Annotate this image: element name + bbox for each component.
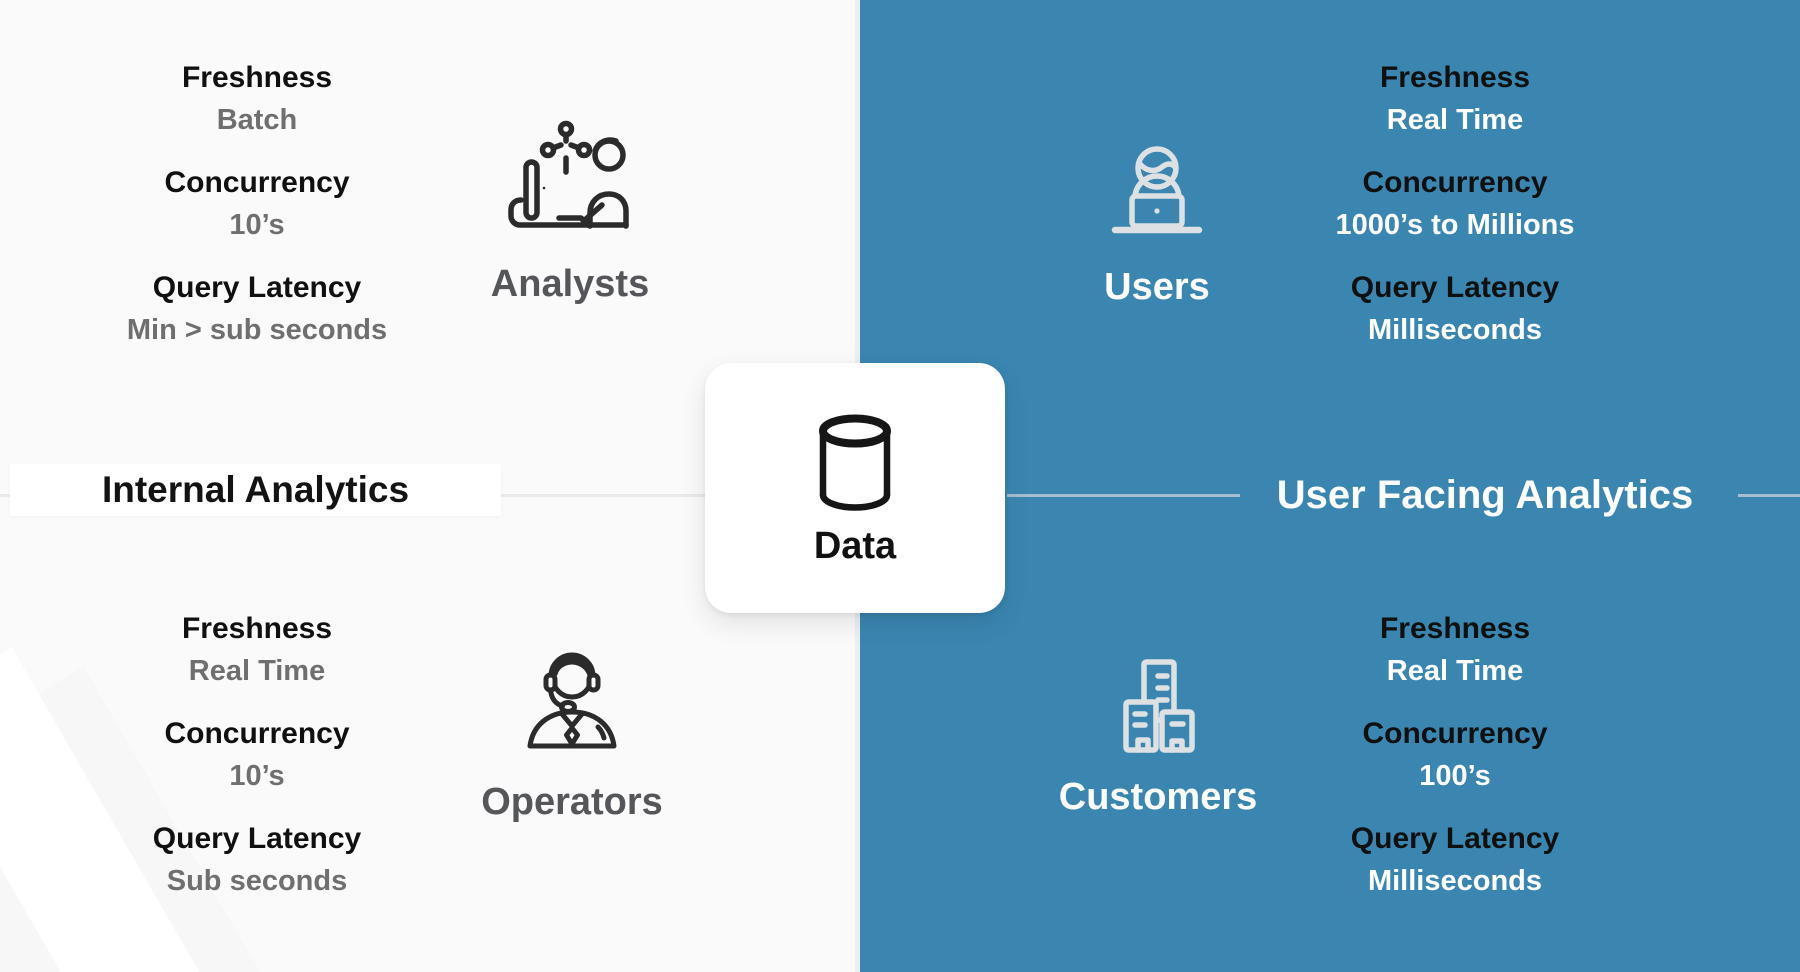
spec-pair: Freshness Real Time <box>57 607 457 693</box>
persona-label: Analysts <box>490 263 650 305</box>
spec-value: Real Time <box>1386 655 1524 687</box>
spec-label: Freshness <box>1379 612 1531 645</box>
spec-value: Milliseconds <box>1367 314 1543 346</box>
operators-spec-block: Freshness Real Time Concurrency 10’s Que… <box>57 607 457 922</box>
spec-pair: Query Latency Sub seconds <box>57 817 457 903</box>
persona-label: Users <box>1104 266 1210 308</box>
user-laptop-icon <box>1111 146 1203 234</box>
spec-label: Query Latency <box>1350 271 1560 304</box>
spec-label: Query Latency <box>1350 822 1560 855</box>
spec-pair: Query Latency Milliseconds <box>1255 817 1655 903</box>
persona-analysts: Analysts <box>470 120 670 310</box>
divider-line-right-inner <box>1007 494 1240 497</box>
internal-analytics-title: Internal Analytics <box>10 464 501 516</box>
data-card: Data <box>705 363 1005 613</box>
spec-label: Freshness <box>1379 61 1531 94</box>
buildings-icon <box>1123 659 1195 753</box>
persona-label: Operators <box>481 781 663 823</box>
spec-label: Concurrency <box>1362 166 1548 199</box>
title-text: User Facing Analytics <box>1276 472 1694 517</box>
spec-label: Concurrency <box>164 166 350 199</box>
spec-pair: Concurrency 10’s <box>57 161 457 247</box>
divider-line-right-outer <box>1738 494 1800 497</box>
operator-headset-icon <box>527 652 617 749</box>
spec-pair: Concurrency 100’s <box>1255 712 1655 798</box>
spec-label: Query Latency <box>152 271 362 304</box>
spec-label: Concurrency <box>1362 717 1548 750</box>
spec-pair: Concurrency 10’s <box>57 712 457 798</box>
spec-pair: Query Latency Milliseconds <box>1255 266 1655 352</box>
analysts-spec-block: Freshness Batch Concurrency 10’s Query L… <box>57 56 457 371</box>
analyst-desk-icon <box>508 120 629 229</box>
database-icon <box>819 414 891 511</box>
persona-label: Customers <box>1058 776 1258 818</box>
data-card-label: Data <box>813 525 897 567</box>
spec-value: Min > sub seconds <box>126 314 388 346</box>
spec-pair: Concurrency 1000’s to Millions <box>1255 161 1655 247</box>
spec-value: 10’s <box>229 209 285 241</box>
spec-pair: Query Latency Min > sub seconds <box>57 266 457 352</box>
spec-pair: Freshness Real Time <box>1255 56 1655 142</box>
spec-value: Real Time <box>1386 104 1524 136</box>
spec-value: 10’s <box>229 760 285 792</box>
users-spec-block: Freshness Real Time Concurrency 1000’s t… <box>1255 56 1655 371</box>
spec-value: Batch <box>216 104 298 136</box>
spec-label: Concurrency <box>164 717 350 750</box>
persona-users: Users <box>1057 142 1257 313</box>
persona-operators: Operators <box>470 648 674 828</box>
spec-value: Sub seconds <box>166 865 348 897</box>
spec-label: Freshness <box>181 612 333 645</box>
spec-value: Milliseconds <box>1367 865 1543 897</box>
spec-value: 100’s <box>1419 760 1491 792</box>
spec-pair: Freshness Batch <box>57 56 457 142</box>
spec-label: Query Latency <box>152 822 362 855</box>
persona-customers: Customers <box>1043 656 1273 823</box>
spec-label: Freshness <box>181 61 333 94</box>
user-facing-analytics-title: User Facing Analytics <box>1235 466 1735 524</box>
spec-value: 1000’s to Millions <box>1335 209 1575 241</box>
spec-value: Real Time <box>188 655 326 687</box>
user-facing-panel-background <box>860 0 1800 972</box>
customers-spec-block: Freshness Real Time Concurrency 100’s Qu… <box>1255 607 1655 922</box>
spec-pair: Freshness Real Time <box>1255 607 1655 693</box>
title-text: Internal Analytics <box>101 469 410 510</box>
